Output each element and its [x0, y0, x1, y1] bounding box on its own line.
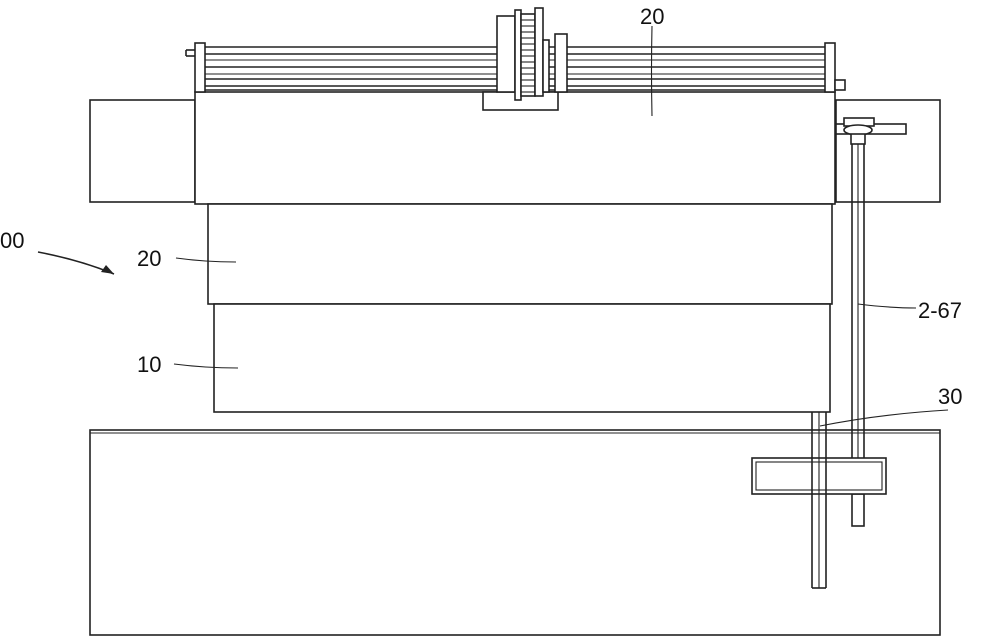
- label-bottom-unit: 10: [137, 352, 161, 377]
- leader-middle-unit: [175, 257, 237, 263]
- label-rod: 2-67: [918, 298, 962, 323]
- left-brick-wall: [89, 99, 196, 203]
- leader-bottom-unit: [173, 363, 239, 369]
- middle-unit-body: [207, 203, 833, 305]
- label-foundation-part: 30: [938, 384, 962, 409]
- vertical-rod: [851, 144, 865, 527]
- gear-carriage: [482, 7, 568, 111]
- right-pulley: [835, 117, 907, 145]
- label-assembly: 00: [0, 228, 24, 253]
- leader-top-unit: [650, 25, 653, 117]
- label-top-unit: 20: [640, 4, 664, 29]
- post-30: [811, 412, 827, 589]
- ground-brick-foundation: [89, 429, 941, 636]
- right-brick-wall: [835, 99, 941, 203]
- leader-rod: [857, 303, 917, 309]
- arrow-head: [101, 265, 114, 274]
- bottom-unit-body: [213, 303, 831, 413]
- gear-teeth: [521, 19, 535, 93]
- leader-foundation-part: [819, 409, 949, 427]
- label-middle-unit: 20: [137, 246, 161, 271]
